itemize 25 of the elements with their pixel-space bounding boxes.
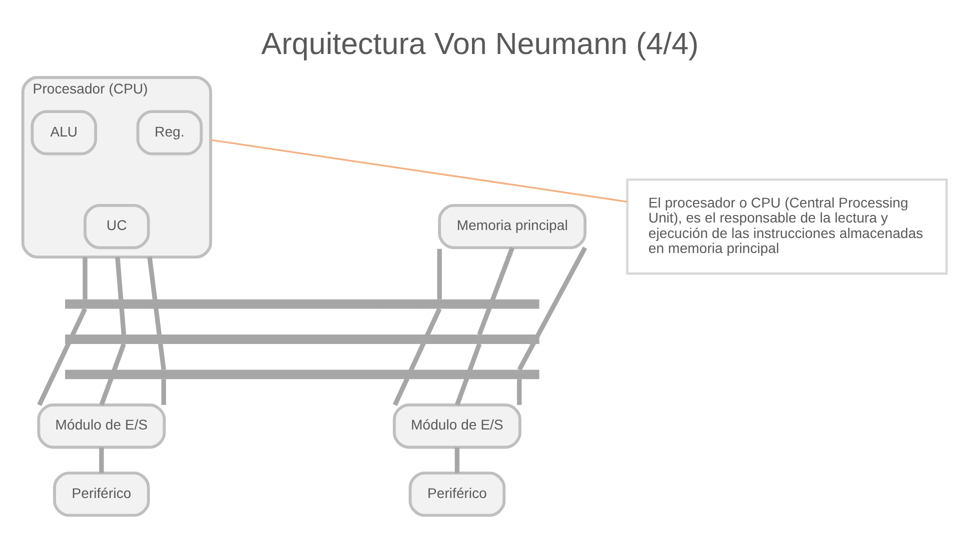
node-box: Periférico <box>408 472 506 517</box>
connector <box>516 379 522 405</box>
connector <box>37 308 88 406</box>
connector <box>454 447 460 474</box>
connector <box>99 343 126 406</box>
node-box: UC <box>84 204 150 250</box>
node-box: Módulo de E/S <box>37 404 166 449</box>
connector <box>437 248 442 300</box>
node-box: Memoria principal <box>438 204 587 250</box>
node-box: El procesador o CPU (Central Processing Unit), es el responsable de la lectura y ejecución de las instrucciones almacenadas en memoria principal <box>626 178 948 275</box>
connector <box>147 256 166 370</box>
connector <box>115 256 126 335</box>
diagram-title: Arquitectura Von Neumann (4/4) <box>261 26 699 61</box>
connector <box>82 257 88 300</box>
node-box: Periférico <box>53 472 150 517</box>
node-box: Reg. <box>136 110 203 156</box>
connector <box>210 139 628 203</box>
connector <box>454 343 482 406</box>
connector <box>99 447 104 474</box>
connector <box>517 246 588 371</box>
node-box: ALU <box>30 110 98 156</box>
connector <box>161 379 166 405</box>
connector <box>392 308 442 406</box>
node-box: Módulo de E/S <box>392 404 522 449</box>
connector <box>477 246 514 336</box>
